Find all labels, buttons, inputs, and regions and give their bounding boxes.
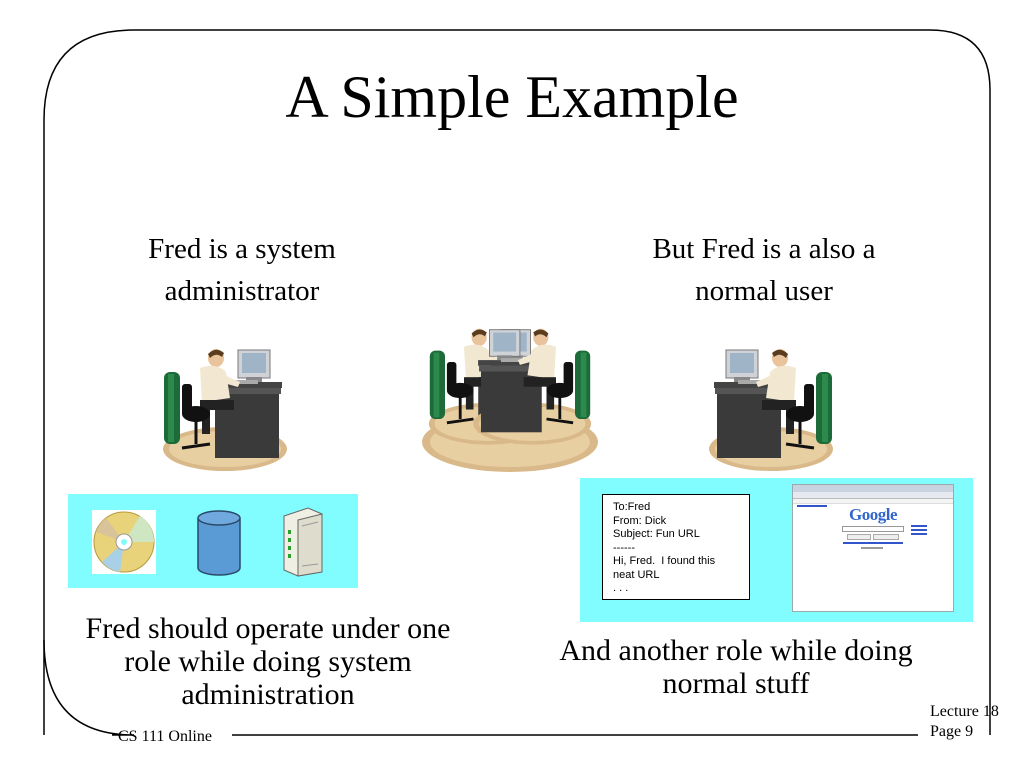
page-number: Page 9: [930, 723, 974, 740]
admin-tools-panel: [68, 494, 358, 588]
right-caption: But Fred is a also a normal user: [652, 233, 876, 307]
left-caption: Fred is a system administrator: [148, 233, 336, 307]
email-line: To:Fred: [613, 501, 651, 513]
bottom-left-caption: Fred should operate under one role while…: [85, 612, 451, 711]
browser-screenshot: Google: [792, 484, 954, 612]
router-icon: [283, 507, 323, 577]
lecture-page-info: Lecture 18 Page 9: [930, 702, 999, 742]
bottom-right-caption: And another role while doing normal stuf…: [559, 634, 913, 700]
database-icon: [197, 510, 241, 576]
course-name: CS 111 Online: [118, 728, 212, 745]
email-line: Hi, Fred. I found this: [613, 555, 716, 567]
email-line: neat URL: [613, 568, 660, 581]
email-line: ------: [613, 541, 635, 554]
email-message: To:Fred From: Dick Subject: Fun URL ----…: [602, 494, 750, 600]
lecture-number: Lecture 18: [930, 703, 999, 720]
email-line: Subject: Fun URL: [613, 528, 700, 540]
google-logo: Google: [849, 505, 898, 524]
computer-user-clipart: [707, 347, 835, 473]
computer-user-clipart: [422, 327, 598, 472]
computer-user-clipart: [161, 347, 289, 473]
cd-icon: [92, 510, 156, 574]
email-line: From: Dick: [613, 514, 667, 527]
slide-title: A Simple Example: [285, 64, 739, 130]
email-line: . . .: [613, 582, 629, 594]
